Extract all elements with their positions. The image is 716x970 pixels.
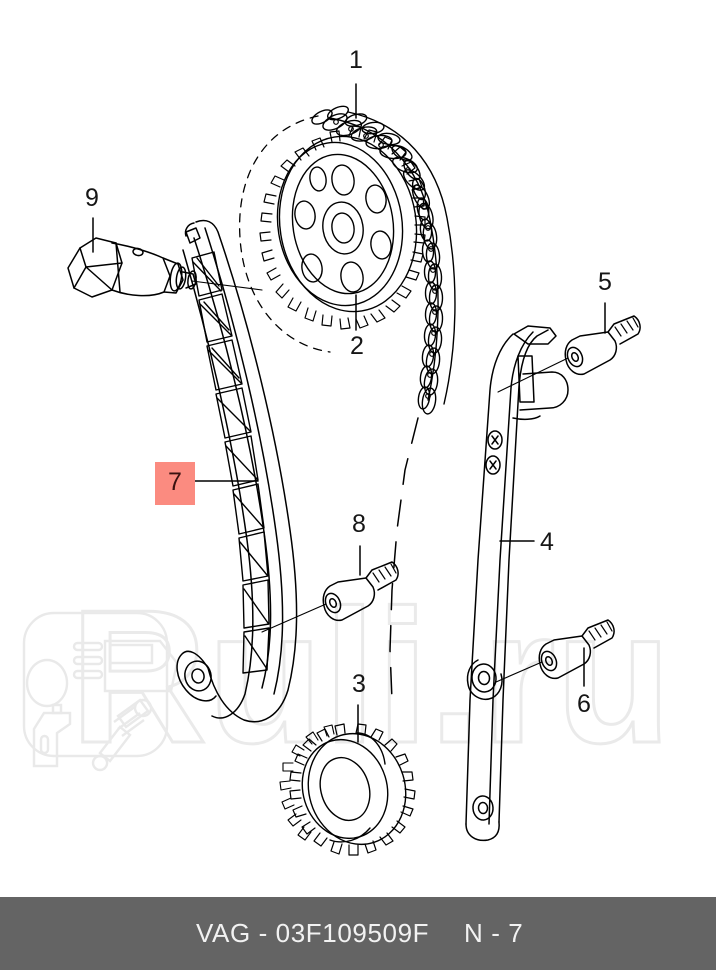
callout-9[interactable]: 9 <box>85 184 99 212</box>
callout-4[interactable]: 4 <box>540 528 554 556</box>
chain-tensioner-bolt <box>67 237 263 298</box>
callout-8[interactable]: 8 <box>352 510 366 538</box>
guide-rail-stud-upper <box>497 315 641 393</box>
callout-5[interactable]: 5 <box>598 268 612 296</box>
leader-lines <box>92 83 606 743</box>
tensioner-rail-stud <box>261 561 399 633</box>
callout-7-highlighted[interactable]: 7 <box>155 462 195 505</box>
callout-3[interactable]: 3 <box>352 670 366 698</box>
callout-6[interactable]: 6 <box>577 690 591 718</box>
camshaft-sprocket-large <box>238 115 426 353</box>
chain-guide-rail <box>465 325 569 842</box>
footer-part-number: VAG - 03F109509F <box>196 918 430 948</box>
crankshaft-sprocket <box>279 723 416 856</box>
timing-chain <box>311 105 456 701</box>
exploded-diagram <box>67 83 641 856</box>
footer-bar: VAG - 03F109509F N - 7 <box>0 897 716 970</box>
footer-position-code: N - 7 <box>464 918 524 948</box>
guide-rail-stud-lower <box>495 619 615 683</box>
tensioner-rail <box>176 219 298 723</box>
callout-1[interactable]: 1 <box>349 46 363 74</box>
callout-2[interactable]: 2 <box>350 332 364 360</box>
